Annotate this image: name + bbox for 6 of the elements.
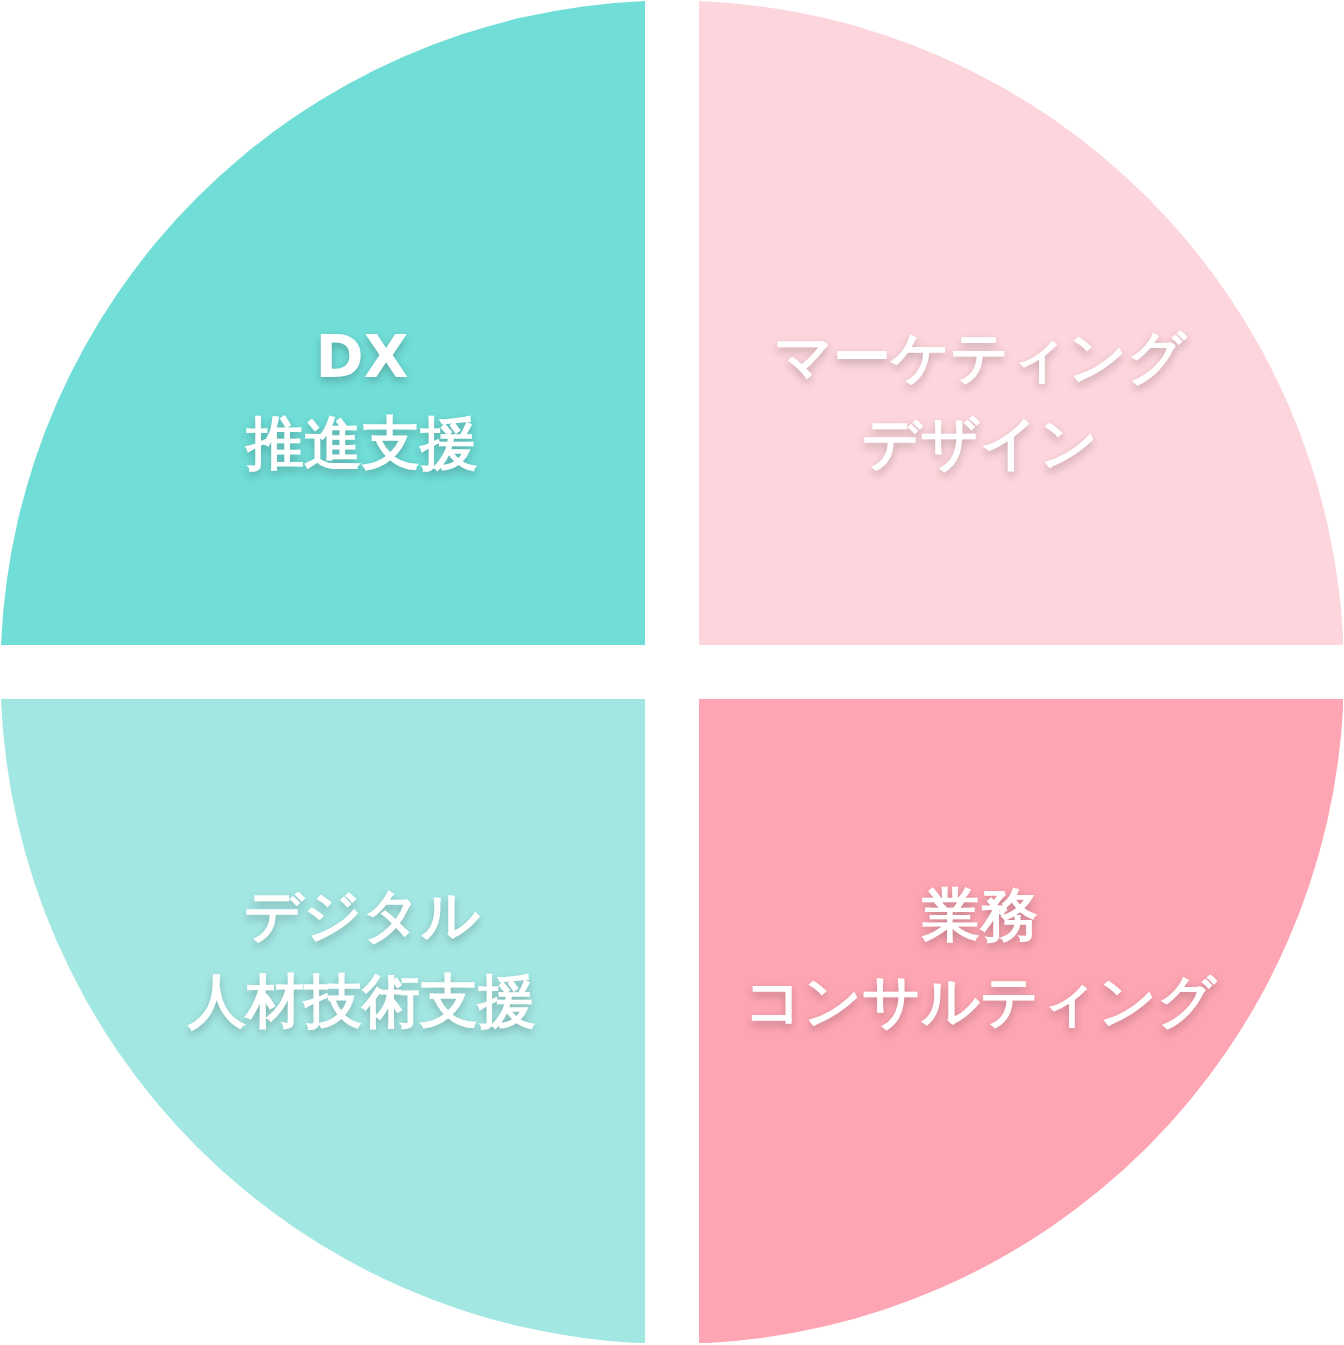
segment-subtitle: 人材技術支援 (188, 966, 536, 1037)
segment-title: DX (314, 322, 410, 393)
segment-subtitle: 推進支援 (246, 408, 478, 479)
segment-title: デジタル (243, 880, 481, 951)
segment-subtitle: コンサルティング (744, 966, 1216, 1037)
segment-title: 業務 (921, 880, 1039, 951)
